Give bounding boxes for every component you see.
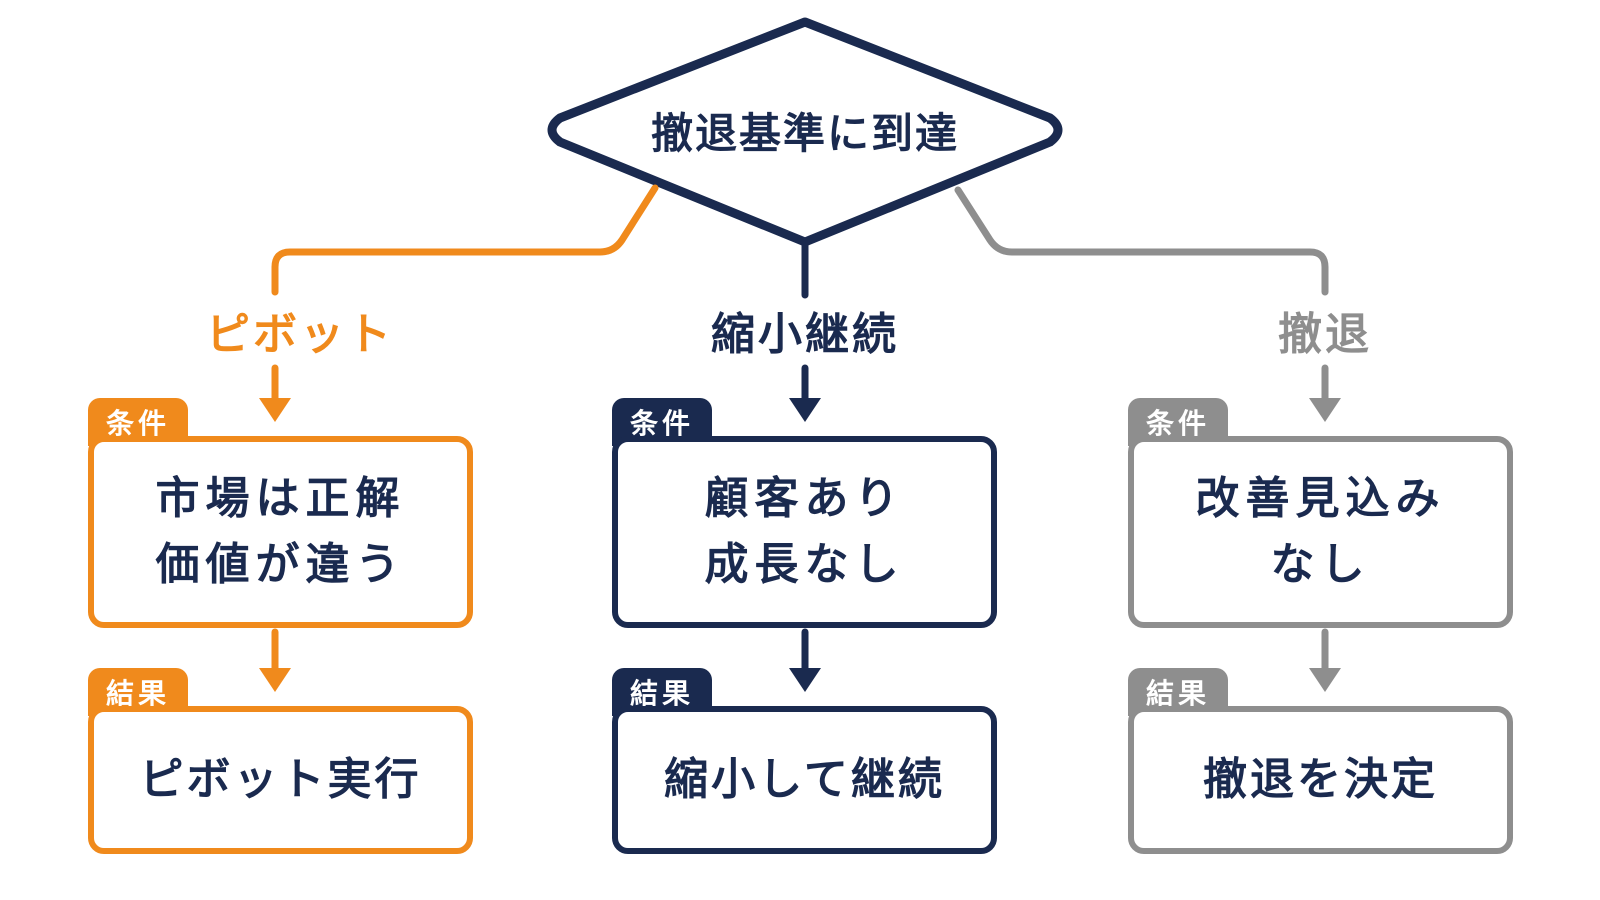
arrow-head-shrink-2 [789,668,821,692]
condition-line: 改善見込み [1195,473,1446,524]
branch-label-withdraw: 撤退 [1278,309,1372,360]
decision-label: 撤退基準に到達 [650,108,959,158]
branch-label-pivot: ピボット [206,309,394,360]
arrow-head-withdraw-1 [1309,398,1341,422]
result-box-withdraw: 撤退を決定 [1128,706,1513,854]
condition-line: 顧客あり [704,473,905,524]
condition-box-withdraw: 改善見込み なし [1128,436,1513,628]
result-text: 縮小して継続 [664,754,945,805]
arrow-head-pivot-2 [259,668,291,692]
connector-pivot [271,184,659,296]
condition-line: なし [1270,539,1371,590]
condition-line: 市場は正解 [155,473,406,524]
condition-box-shrink: 顧客あり 成長なし [612,436,997,628]
result-text: 撤退を決定 [1203,754,1438,805]
arrow-head-withdraw-2 [1309,668,1341,692]
result-text: ピボット実行 [139,754,422,805]
arrow-head-pivot-1 [259,398,291,422]
condition-line: 価値が違う [155,539,406,590]
arrow-head-shrink-1 [789,398,821,422]
connector-withdraw [954,186,1329,296]
result-box-pivot: ピボット実行 [88,706,473,854]
branch-label-shrink: 縮小継続 [711,309,899,360]
result-box-shrink: 縮小して継続 [612,706,997,854]
condition-box-pivot: 市場は正解 価値が違う [88,436,473,628]
condition-line: 成長なし [704,539,905,590]
